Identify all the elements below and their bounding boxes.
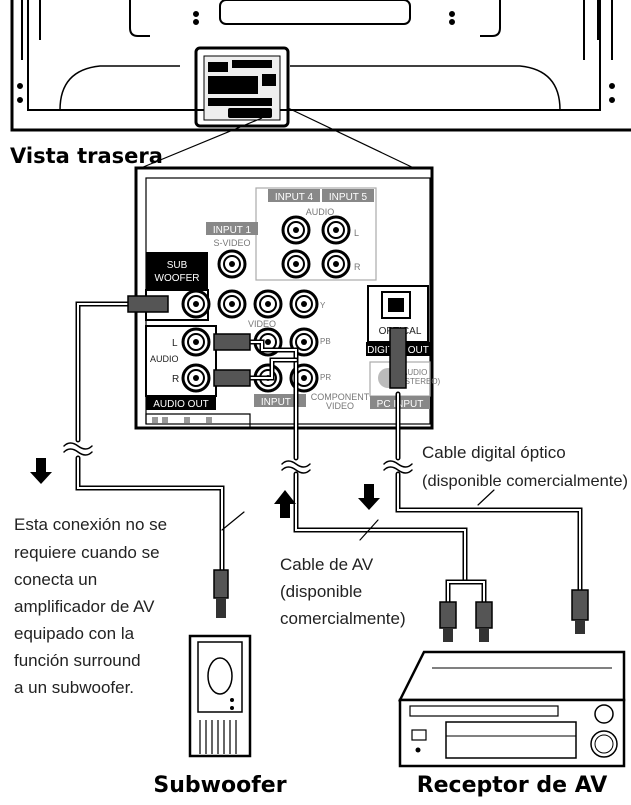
svideo-label: S-VIDEO bbox=[213, 238, 250, 248]
video-label: VIDEO bbox=[248, 319, 276, 329]
note-line-2: requiere cuando se bbox=[14, 543, 160, 562]
audio-out-label: AUDIO OUT bbox=[153, 399, 209, 410]
optical-cable-text: Cable digital óptico (disponible comerci… bbox=[422, 443, 628, 490]
sub-label-l1: SUB bbox=[167, 260, 188, 271]
audio-out-r-label: R bbox=[172, 374, 179, 385]
tv-rear-illustration bbox=[10, 0, 631, 171]
jack-y bbox=[289, 289, 319, 319]
optical-cable-line-1: Cable digital óptico bbox=[422, 443, 566, 462]
component-label-l2: VIDEO bbox=[326, 401, 354, 411]
cables bbox=[63, 301, 583, 605]
audio-out-side-label: AUDIO bbox=[150, 354, 179, 364]
note-line-7: a un subwoofer. bbox=[14, 678, 134, 697]
subwoofer-illustration bbox=[188, 569, 252, 758]
input45-audio-label: AUDIO bbox=[306, 207, 335, 217]
jack-input5-r bbox=[321, 249, 351, 279]
note-line-4: amplificador de AV bbox=[14, 597, 155, 616]
y-label: Y bbox=[320, 301, 326, 310]
av-cable-text: Cable de AV (disponible comercialmente) bbox=[280, 555, 406, 628]
jack-video-b bbox=[253, 289, 283, 319]
note-line-5: equipado con la bbox=[14, 624, 135, 643]
note-line-3: conecta un bbox=[14, 570, 97, 589]
input1-label: INPUT 1 bbox=[213, 225, 252, 236]
input5-l-label: L bbox=[354, 228, 359, 238]
pc-audio-l1: AUDIO bbox=[402, 368, 427, 377]
rear-view-label: Vista trasera bbox=[10, 144, 163, 168]
pc-audio-l2: (STEREO) bbox=[402, 377, 441, 386]
jack-input4-r bbox=[281, 249, 311, 279]
jack-audio-out-l bbox=[181, 327, 211, 357]
direction-arrows bbox=[30, 458, 380, 518]
pr-label: PR bbox=[320, 373, 331, 382]
av-receiver-illustration bbox=[397, 589, 626, 768]
jack-svideo bbox=[217, 249, 247, 279]
panel-plugs bbox=[127, 295, 407, 389]
input5-label: INPUT 5 bbox=[329, 192, 368, 203]
av-cable-line-2: (disponible bbox=[280, 582, 362, 601]
note-line-1: Esta conexión no se bbox=[14, 515, 167, 534]
jack-input4-l bbox=[281, 215, 311, 245]
optical-cable-line-2: (disponible comercialmente) bbox=[422, 473, 628, 490]
jack-input5-l bbox=[321, 215, 351, 245]
input4-label: INPUT 4 bbox=[275, 192, 314, 203]
pb-label: PB bbox=[320, 337, 331, 346]
jack-audio-out-r bbox=[181, 363, 211, 393]
audio-out-l-label: L bbox=[172, 338, 178, 349]
subwoofer-label: Subwoofer bbox=[153, 773, 286, 798]
av-cable-line-3: comercialmente) bbox=[280, 609, 406, 628]
input2-label: INPUT 2 bbox=[261, 397, 300, 408]
note-text: Esta conexión no se requiere cuando se c… bbox=[14, 515, 167, 697]
jacks-group bbox=[181, 215, 351, 393]
receiver-label: Receptor de AV bbox=[417, 773, 608, 798]
jack-sub bbox=[181, 289, 211, 319]
jack-video-a bbox=[217, 289, 247, 319]
input5-r-label: R bbox=[354, 262, 361, 272]
sub-label-l2: WOOFER bbox=[155, 273, 200, 284]
component-label-l1: COMPONENT bbox=[311, 392, 370, 402]
connector-panel: INPUT 4 INPUT 5 AUDIO L R L R INPUT 1 S-… bbox=[134, 166, 441, 430]
av-cable-line-1: Cable de AV bbox=[280, 555, 374, 574]
note-line-6: función surround bbox=[14, 651, 141, 670]
